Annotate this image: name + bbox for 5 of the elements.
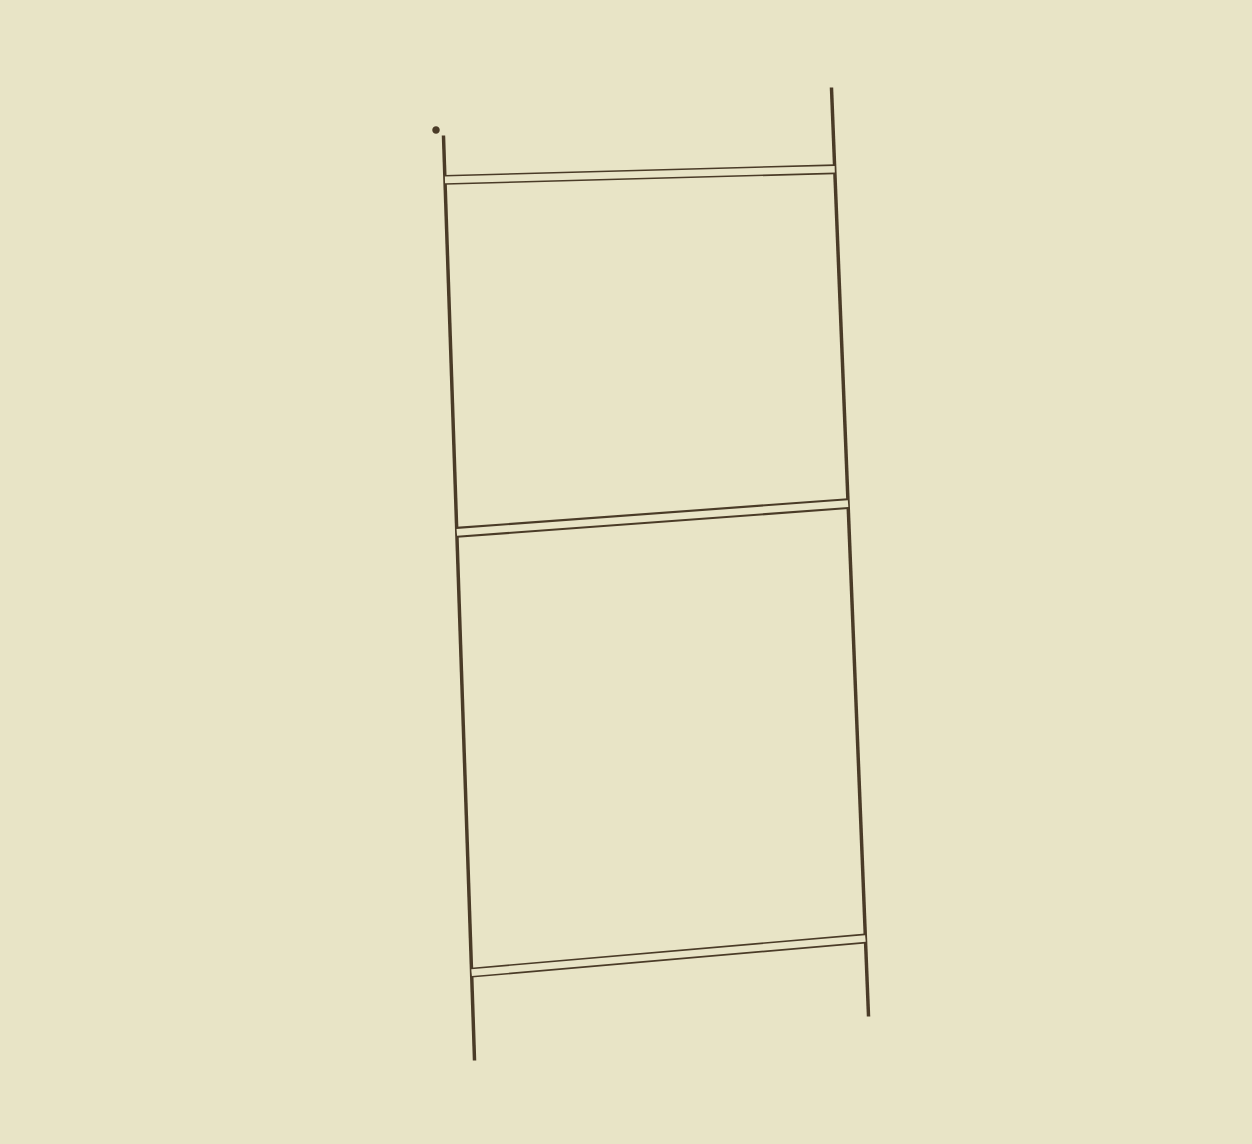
ladder-rail <box>441 135 477 1061</box>
ladder-rung <box>471 933 866 978</box>
ladder-rail <box>829 87 871 1017</box>
ladder-rung <box>444 164 835 185</box>
ladder-rung <box>456 498 849 538</box>
